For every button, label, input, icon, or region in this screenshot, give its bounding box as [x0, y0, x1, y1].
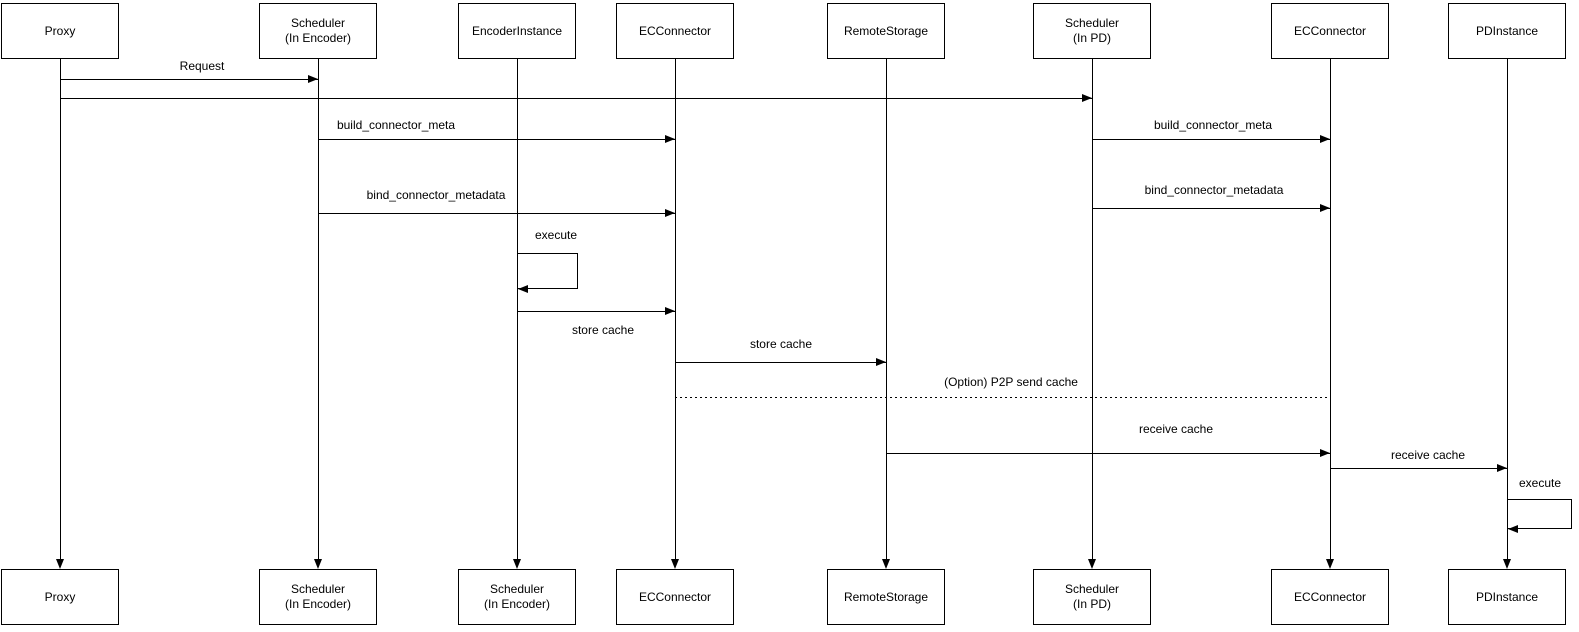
message-label-execute-pd-self: execute	[1516, 476, 1564, 490]
actor-box-bottom-remote-storage: RemoteStorage	[827, 569, 945, 625]
actor-box-top-ec-connector-encoder: ECConnector	[616, 3, 734, 59]
actor-label-line: Scheduler	[489, 582, 545, 596]
actor-label-line: Scheduler	[290, 582, 346, 596]
message-label-bind-connector-metadata-pd: bind_connector_metadata	[1142, 183, 1286, 197]
actor-box-top-scheduler-in-encoder: Scheduler(In Encoder)	[259, 3, 377, 59]
arrowhead-icon	[1497, 464, 1507, 472]
actor-box-bottom-ec-connector-encoder: ECConnector	[616, 569, 734, 625]
actor-box-bottom-encoder-instance: Scheduler(In Encoder)	[458, 569, 576, 625]
arrowhead-icon	[1326, 559, 1334, 569]
message-label-store-cache-encoder-to-connector: store cache	[569, 323, 637, 337]
actor-label-line: Proxy	[44, 589, 76, 604]
message-line-build-connector-meta-encoder	[318, 139, 675, 140]
message-label-build-connector-meta-encoder: build_connector_meta	[334, 118, 458, 132]
actor-label-line: PDInstance	[1475, 589, 1539, 604]
message-label-execute-encoder-self: execute	[532, 228, 580, 242]
message-label-receive-cache-connector-to-pd: receive cache	[1388, 448, 1468, 462]
message-label-receive-cache-storage-to-connector: receive cache	[1136, 422, 1216, 436]
message-line-receive-cache-connector-to-pd	[1330, 468, 1507, 469]
actor-box-top-scheduler-in-pd: Scheduler(In PD)	[1033, 3, 1151, 59]
message-line-proxy-to-pd-scheduler	[60, 98, 1092, 99]
actor-label-line: (In Encoder)	[284, 597, 352, 611]
arrowhead-icon	[876, 358, 886, 366]
arrowhead-icon	[518, 285, 528, 293]
actor-label-line: ECConnector	[638, 23, 712, 38]
actor-label-line: Scheduler	[290, 16, 346, 30]
actor-label-line: ECConnector	[1293, 589, 1367, 604]
lifeline-scheduler-in-encoder	[318, 59, 319, 559]
lifeline-scheduler-in-pd	[1092, 59, 1093, 559]
actor-box-bottom-scheduler-in-pd: Scheduler(In PD)	[1033, 569, 1151, 625]
message-line-receive-cache-storage-to-connector	[886, 453, 1330, 454]
actor-box-bottom-ec-connector-pd: ECConnector	[1271, 569, 1389, 625]
actor-label-line: (In Encoder)	[284, 31, 352, 45]
actor-label-line: (In PD)	[1072, 31, 1111, 45]
actor-box-top-proxy: Proxy	[1, 3, 119, 59]
message-line-store-cache-encoder-to-connector	[517, 311, 675, 312]
arrowhead-icon	[882, 559, 890, 569]
lifeline-ec-connector-pd	[1330, 59, 1331, 559]
actor-label-line: PDInstance	[1475, 23, 1539, 38]
lifeline-pd-instance	[1507, 59, 1508, 559]
arrowhead-icon	[56, 559, 64, 569]
message-line-bind-connector-metadata-pd	[1092, 208, 1330, 209]
lifeline-encoder-instance	[517, 59, 518, 559]
message-label-bind-connector-metadata-encoder: bind_connector_metadata	[364, 188, 508, 202]
self-loop-execute-encoder-self	[517, 253, 578, 289]
actor-label-line: RemoteStorage	[843, 589, 929, 604]
message-line-request	[60, 79, 318, 80]
arrowhead-icon	[1088, 559, 1096, 569]
arrowhead-icon	[513, 559, 521, 569]
arrowhead-icon	[314, 559, 322, 569]
lifeline-ec-connector-encoder	[675, 59, 676, 559]
actor-label-line: ECConnector	[1293, 23, 1367, 38]
actor-label-line: Scheduler	[1064, 582, 1120, 596]
actor-box-bottom-scheduler-in-encoder: Scheduler(In Encoder)	[259, 569, 377, 625]
actor-box-top-ec-connector-pd: ECConnector	[1271, 3, 1389, 59]
arrowhead-icon	[1082, 94, 1092, 102]
message-line-p2p-send-cache	[675, 397, 1330, 398]
arrowhead-icon	[665, 209, 675, 217]
actor-label-line: (In PD)	[1072, 597, 1111, 611]
arrowhead-icon	[665, 135, 675, 143]
actor-label-line: ECConnector	[638, 589, 712, 604]
message-line-bind-connector-metadata-encoder	[318, 213, 675, 214]
actor-box-top-pd-instance: PDInstance	[1448, 3, 1566, 59]
self-loop-execute-pd-self	[1507, 499, 1572, 529]
arrowhead-icon	[1320, 135, 1330, 143]
message-label-request: Request	[177, 59, 227, 73]
arrowhead-icon	[671, 559, 679, 569]
arrowhead-icon	[308, 75, 318, 83]
message-line-store-cache-connector-to-storage	[675, 362, 886, 363]
actor-label-line: EncoderInstance	[471, 23, 563, 38]
message-label-p2p-send-cache: (Option) P2P send cache	[942, 375, 1080, 389]
actor-label-line: RemoteStorage	[843, 23, 929, 38]
arrowhead-icon	[1320, 204, 1330, 212]
actor-box-top-encoder-instance: EncoderInstance	[458, 3, 576, 59]
actor-label-line: (In Encoder)	[483, 597, 551, 611]
arrowhead-icon	[1320, 449, 1330, 457]
lifeline-remote-storage	[886, 59, 887, 559]
actor-label-line: Proxy	[44, 23, 76, 38]
arrowhead-icon	[1508, 525, 1518, 533]
lifeline-proxy	[60, 59, 61, 559]
actor-box-bottom-pd-instance: PDInstance	[1448, 569, 1566, 625]
message-label-store-cache-connector-to-storage: store cache	[747, 337, 815, 351]
arrowhead-icon	[665, 307, 675, 315]
actor-box-top-remote-storage: RemoteStorage	[827, 3, 945, 59]
arrowhead-icon	[1503, 559, 1511, 569]
actor-label-line: Scheduler	[1064, 16, 1120, 30]
message-label-build-connector-meta-pd: build_connector_meta	[1151, 118, 1275, 132]
actor-box-bottom-proxy: Proxy	[1, 569, 119, 625]
message-line-build-connector-meta-pd	[1092, 139, 1330, 140]
